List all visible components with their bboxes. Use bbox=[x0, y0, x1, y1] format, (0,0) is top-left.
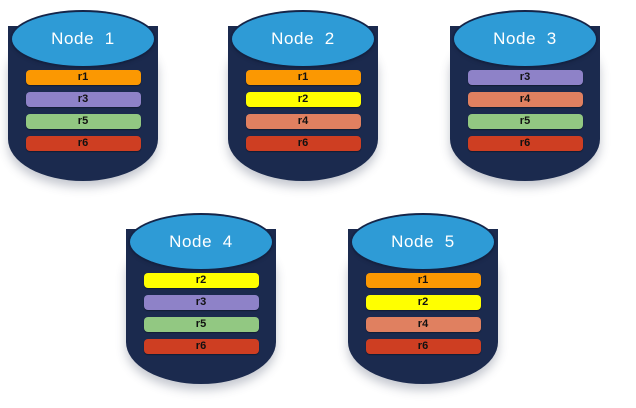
replica-bar[interactable]: r2 bbox=[143, 273, 259, 288]
node-cylinder-4[interactable]: Node 4 r2 r3 r5 r6 bbox=[126, 211, 276, 396]
replica-stack: r1 r3 r5 r6 bbox=[8, 70, 158, 158]
replica-bar[interactable]: r6 bbox=[25, 136, 141, 151]
replica-bar[interactable]: r4 bbox=[245, 114, 361, 129]
cylinder-lid bbox=[454, 12, 596, 66]
cylinder-lid bbox=[352, 215, 494, 269]
replica-bar[interactable]: r1 bbox=[25, 70, 141, 85]
cylinder-lid bbox=[12, 12, 154, 66]
replica-stack: r1 r2 r4 r6 bbox=[228, 70, 378, 158]
cylinder-lid bbox=[130, 215, 272, 269]
node-label: Node 4 bbox=[169, 232, 233, 251]
replica-bar[interactable]: r2 bbox=[365, 295, 481, 310]
node-label: Node 1 bbox=[51, 29, 115, 48]
replica-bar[interactable]: r4 bbox=[467, 92, 583, 107]
replica-bar[interactable]: r3 bbox=[143, 295, 259, 310]
replica-bar[interactable]: r6 bbox=[467, 136, 583, 151]
replica-bar[interactable]: r1 bbox=[365, 273, 481, 288]
replica-bar[interactable]: r6 bbox=[143, 339, 259, 354]
node-label: Node 2 bbox=[271, 29, 335, 48]
replica-stack: r1 r2 r4 r6 bbox=[348, 273, 498, 361]
replica-bar[interactable]: r6 bbox=[245, 136, 361, 151]
replica-bar[interactable]: r3 bbox=[25, 92, 141, 107]
replica-bar[interactable]: r5 bbox=[25, 114, 141, 129]
replica-bar[interactable]: r5 bbox=[467, 114, 583, 129]
replica-bar[interactable]: r1 bbox=[245, 70, 361, 85]
node-cylinder-5[interactable]: Node 5 r1 r2 r4 r6 bbox=[348, 211, 498, 396]
node-cylinder-1[interactable]: Node 1 r1 r3 r5 r6 bbox=[8, 8, 158, 193]
node-cylinder-3[interactable]: Node 3 r3 r4 r5 r6 bbox=[450, 8, 600, 193]
node-label: Node 5 bbox=[391, 232, 455, 251]
node-label: Node 3 bbox=[493, 29, 557, 48]
replica-bar[interactable]: r5 bbox=[143, 317, 259, 332]
node-cylinder-2[interactable]: Node 2 r1 r2 r4 r6 bbox=[228, 8, 378, 193]
replica-bar[interactable]: r4 bbox=[365, 317, 481, 332]
replica-stack: r2 r3 r5 r6 bbox=[126, 273, 276, 361]
replica-bar[interactable]: r2 bbox=[245, 92, 361, 107]
replica-bar[interactable]: r3 bbox=[467, 70, 583, 85]
cylinder-lid bbox=[232, 12, 374, 66]
replica-stack: r3 r4 r5 r6 bbox=[450, 70, 600, 158]
replica-bar[interactable]: r6 bbox=[365, 339, 481, 354]
